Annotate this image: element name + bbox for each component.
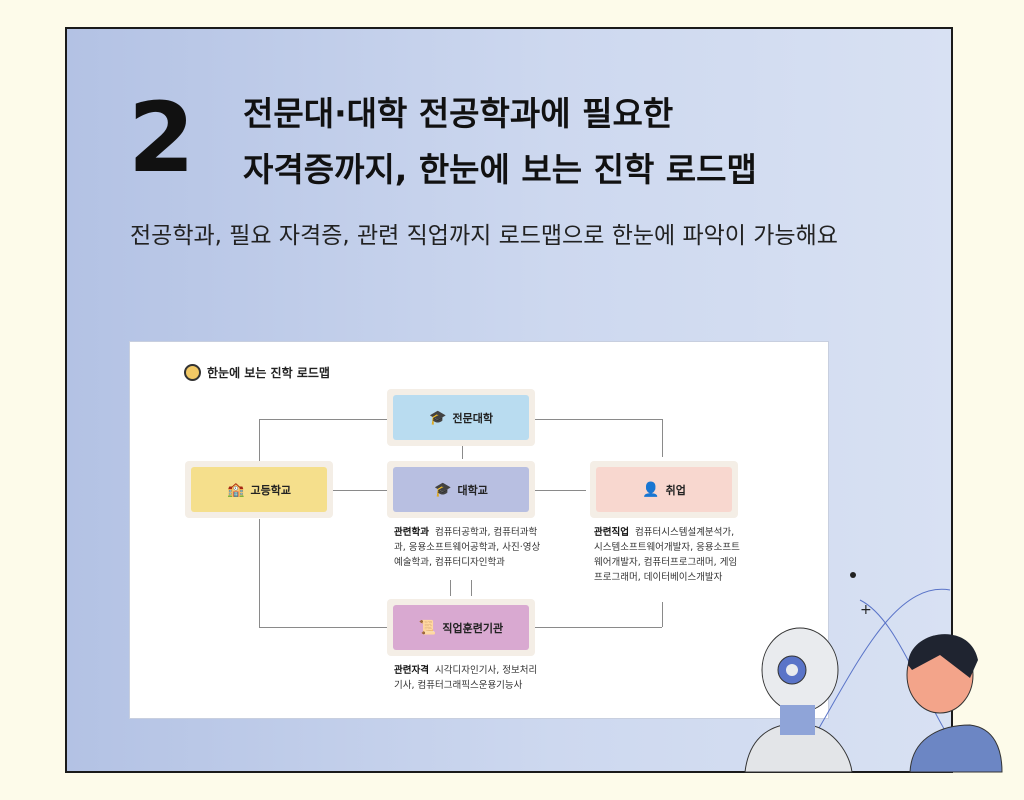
related-certs: 관련자격 시각디자인기사, 정보처리기사, 컴퓨터그래픽스운용기능사 (394, 663, 542, 693)
book-icon (184, 364, 201, 381)
connector (259, 519, 260, 627)
diagram-title: 한눈에 보는 진학 로드맵 (184, 364, 330, 381)
node-label: 직업훈련기관 (442, 621, 504, 635)
related-majors: 관련학과 컴퓨터공학과, 컴퓨터과학과, 응용소프트웨어공학과, 사진·영상예술… (394, 525, 542, 570)
connector (331, 490, 387, 491)
graduation-cap-icon: 🎓 (434, 481, 452, 498)
arrow-down (450, 580, 451, 596)
node-highschool: 🏫 고등학교 (185, 461, 333, 518)
arrow-to-job (534, 490, 586, 491)
section-number: 2 (128, 82, 195, 194)
connector (259, 419, 260, 461)
certs-label: 관련자격 (394, 665, 429, 676)
diagram-title-text: 한눈에 보는 진학 로드맵 (207, 366, 330, 380)
node-university: 🎓 대학교 (387, 461, 535, 518)
node-job: 👤 취업 (590, 461, 738, 518)
arrow-down (462, 445, 463, 459)
graduation-cap-icon: 🎓 (429, 409, 447, 426)
node-label: 전문대학 (452, 411, 493, 425)
ai-and-human-illustration: + (744, 572, 1003, 773)
related-jobs: 관련직업 컴퓨터시스템설계분석가, 시스템소프트웨어개발자, 응용소프트웨어개발… (594, 525, 740, 585)
majors-label: 관련학과 (394, 527, 429, 538)
subtitle: 전공학과, 필요 자격증, 관련 직업까지 로드맵으로 한눈에 파악이 가능해요 (130, 223, 838, 249)
certs-text: 시각디자인기사, 정보처리기사, 컴퓨터그래픽스운용기능사 (394, 665, 538, 691)
svg-text:+: + (860, 602, 872, 618)
arrow-up (471, 580, 472, 596)
majors-text: 컴퓨터공학과, 컴퓨터과학과, 응용소프트웨어공학과, 사진·영상예술학과, 컴… (394, 527, 541, 568)
arrow-up (662, 602, 663, 627)
title-line-2: 자격증까지, 한눈에 보는 진학 로드맵 (243, 150, 757, 189)
node-training: 📜 직업훈련기관 (387, 599, 535, 656)
jobs-text: 컴퓨터시스템설계분석가, 시스템소프트웨어개발자, 응용소프트웨어개발자, 컴퓨… (594, 527, 740, 583)
jobs-label: 관련직업 (594, 527, 629, 538)
connector (662, 419, 663, 457)
school-icon: 🏫 (227, 481, 245, 498)
connector (534, 419, 662, 420)
node-label: 고등학교 (250, 483, 291, 497)
connector (259, 419, 387, 420)
worker-icon: 👤 (642, 481, 660, 498)
roadmap-diagram: 한눈에 보는 진학 로드맵 🎓 전문대학 🎓 대학교 🏫 고등학교 👤 취업 📜 직업훈련… (129, 341, 829, 719)
certificate-icon: 📜 (418, 619, 437, 636)
node-college: 🎓 전문대학 (387, 389, 535, 446)
connector (259, 627, 387, 628)
page-title: 전문대·대학 전공학과에 필요한 자격증까지, 한눈에 보는 진학 로드맵 (243, 86, 757, 198)
node-label: 대학교 (457, 483, 488, 497)
connector (534, 627, 662, 628)
node-label: 취업 (665, 483, 686, 497)
title-line-1: 전문대·대학 전공학과에 필요한 (243, 94, 674, 133)
